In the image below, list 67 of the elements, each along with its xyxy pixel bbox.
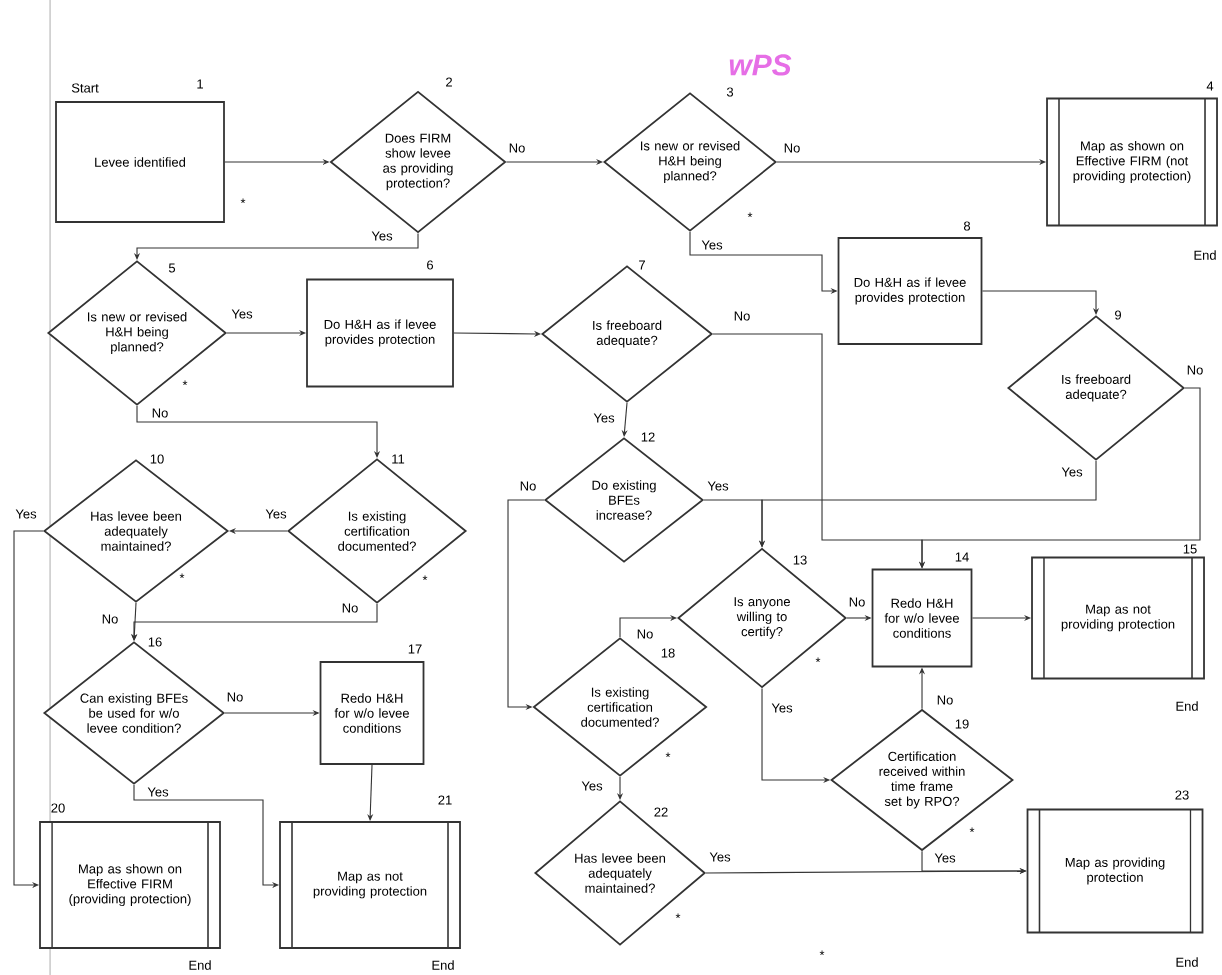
edge-label: Yes — [708, 851, 732, 863]
start-label: Start — [71, 83, 99, 93]
end-label: End — [1194, 250, 1216, 260]
edge-label: No — [507, 142, 527, 154]
step-number: 4 — [1206, 81, 1214, 91]
asterisk-mark: * — [179, 573, 185, 579]
edge-label: No — [635, 628, 655, 640]
edge-label: No — [150, 407, 170, 419]
asterisk-mark: * — [182, 380, 188, 386]
end-label: End — [1176, 957, 1198, 967]
asterisk-mark: * — [422, 575, 428, 581]
end-label: End — [432, 960, 454, 970]
process-box: Do H&H as if levee provides protection — [306, 278, 454, 388]
asterisk-mark: * — [969, 827, 975, 833]
edge-label: No — [518, 480, 538, 492]
end-box: Map as providing protection — [1026, 808, 1204, 934]
step-number: 1 — [197, 79, 203, 89]
step-number: 23 — [1175, 790, 1189, 800]
step-number: 19 — [955, 719, 969, 729]
process-box: Levee identified — [55, 101, 225, 223]
edge-label: No — [340, 602, 360, 614]
step-number: 2 — [446, 77, 452, 87]
step-number: 6 — [427, 260, 434, 270]
step-number: 18 — [661, 648, 675, 658]
edge-label: No — [225, 691, 245, 703]
step-number: 21 — [438, 795, 452, 805]
process-box: Redo H&H for w/o levee conditions — [319, 661, 425, 765]
step-number: 15 — [1183, 544, 1197, 554]
asterisk-mark: * — [665, 752, 671, 758]
end-box: Map as not providing protection — [1031, 556, 1205, 680]
end-box: Map as shown on Effective FIRM (not providing protection) — [1046, 97, 1218, 227]
edge-label: No — [100, 613, 120, 625]
step-number: 5 — [168, 263, 176, 273]
edge-label: Yes — [770, 702, 794, 714]
step-number: 22 — [654, 807, 668, 817]
step-number: 17 — [408, 644, 422, 654]
edge-label: Yes — [700, 239, 724, 251]
asterisk-mark: * — [747, 212, 753, 218]
end-box: Map as shown on Effective FIRM (providing protection) — [39, 821, 221, 949]
edge-label: Yes — [592, 412, 616, 424]
edge-label: No — [782, 142, 802, 154]
edge-label: Yes — [580, 780, 604, 792]
asterisk-mark: * — [815, 657, 821, 663]
edge-label: No — [847, 596, 867, 608]
edge-label: No — [1185, 364, 1205, 376]
edge-label: Yes — [146, 786, 170, 798]
asterisk-mark: * — [819, 950, 825, 956]
end-label: End — [189, 960, 211, 970]
process-box: Redo H&H for w/o levee conditions — [871, 568, 973, 668]
step-number: 13 — [793, 555, 807, 565]
edge-label: Yes — [230, 308, 254, 320]
edge-label: Yes — [14, 508, 38, 520]
end-label: End — [1176, 701, 1198, 711]
edge-label: No — [935, 694, 955, 706]
edge-label: No — [732, 310, 752, 322]
edge-label: Yes — [706, 480, 730, 492]
asterisk-mark: * — [240, 198, 246, 204]
edge-label: Yes — [264, 508, 288, 520]
process-box: Do H&H as if levee provides protection — [837, 237, 983, 345]
step-number: 14 — [955, 552, 969, 562]
end-box: Map as not providing protection — [279, 821, 461, 949]
edge-label: Yes — [933, 852, 957, 864]
step-number: 8 — [963, 221, 971, 231]
edge-label: Yes — [1060, 466, 1084, 478]
step-number: 20 — [51, 803, 65, 813]
asterisk-mark: * — [675, 913, 681, 919]
handwritten-note: wPS — [729, 54, 792, 76]
